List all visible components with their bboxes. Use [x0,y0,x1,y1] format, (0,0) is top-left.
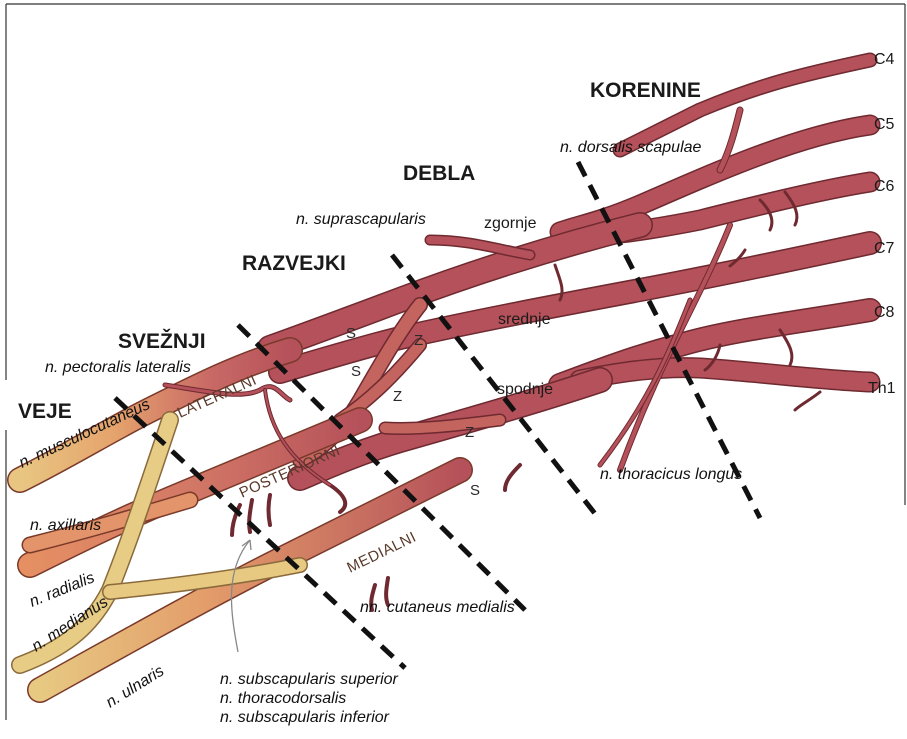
root-label-th1: Th1 [868,380,896,397]
section-svezniji: SVEŽNJI [118,329,206,353]
nerve-label-pectoralis-lateralis: n. pectoralis lateralis [45,359,191,376]
division-mark-s3: S [470,482,480,499]
nerve-label-subscapularis-inferior: n. subscapularis inferior [220,709,390,726]
nerve-label-axillaris: n. axillaris [30,517,101,534]
root-label-c8: C8 [874,304,895,321]
nerve-label-thoracicus-longus: n. thoracicus longus [600,466,742,483]
section-razvejki: RAZVEJKI [242,252,346,275]
nerve-label-ulnaris: n. ulnaris [103,663,167,712]
division-mark-z3: Z [465,424,474,441]
division-mark-z1: Z [414,332,423,349]
root-label-c5: C5 [874,116,895,133]
section-veje: VEJE [18,400,72,423]
root-label-c6: C6 [874,178,895,195]
division-mark-z2: Z [393,388,402,405]
root-label-c7: C7 [874,240,895,257]
nerve-label-subscapularis-superior: n. subscapularis superior [220,671,399,688]
trunk-label-srednje: srednje [498,311,551,328]
nerve-label-dorsalis-scapulae: n. dorsalis scapulae [560,139,702,156]
division-mark-s2: S [351,363,361,380]
trunk-label-zgornje: zgornje [484,215,537,232]
section-korenine: KORENINE [590,79,701,102]
division-mark-s1: S [346,325,356,342]
section-debla: DEBLA [403,162,475,185]
root-label-c4: C4 [874,51,895,68]
trunk-label-spodnje: spodnje [497,381,553,398]
nerve-label-cutaneus-medialis: nn. cutaneus medialis [360,599,515,616]
nerve-label-suprascapularis: n. suprascapularis [296,211,426,228]
nerve-label-thoracodorsalis: n. thoracodorsalis [220,690,346,707]
